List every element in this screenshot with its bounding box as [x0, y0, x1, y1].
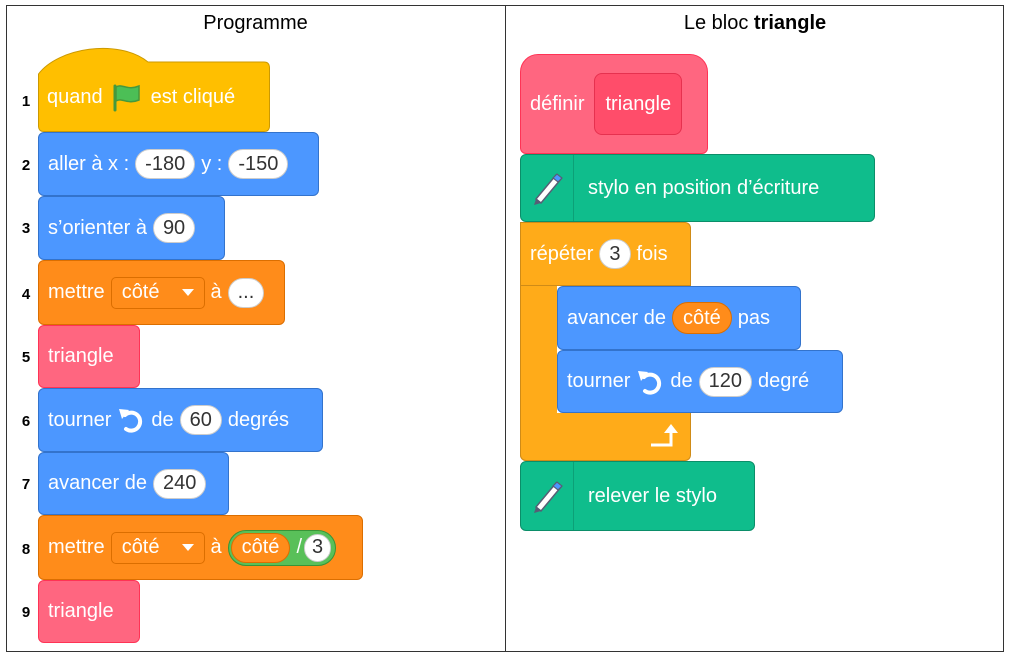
- block-label: triangle: [48, 345, 114, 367]
- block-label: mettre: [48, 281, 105, 303]
- block-label: stylo en position d’écriture: [588, 176, 820, 199]
- column-divider: [505, 5, 506, 652]
- repeat-count-input[interactable]: 3: [599, 239, 631, 269]
- line-number: 3: [21, 220, 31, 237]
- rotate-left-icon: [117, 406, 145, 434]
- triangle-call-block[interactable]: triangle: [38, 580, 140, 643]
- move-steps-block[interactable]: avancer de côté pas: [557, 286, 801, 350]
- block-label: fois: [636, 242, 668, 265]
- set-variable-block[interactable]: mettre côté à ...: [38, 260, 285, 325]
- divide-operator[interactable]: côté / 3: [227, 529, 337, 566]
- turn-left-block[interactable]: tourner de 60 degrés: [38, 388, 323, 452]
- block-label: avancer de: [48, 472, 147, 494]
- green-flag-icon: [109, 82, 145, 112]
- goto-xy-block[interactable]: aller à x : -180 y : -150: [38, 132, 319, 196]
- block-label: s’orienter à: [48, 216, 147, 239]
- block-label: degrés: [227, 408, 290, 431]
- line-number: 1: [21, 93, 31, 110]
- pen-icon: [521, 155, 574, 221]
- line-number: 9: [21, 604, 31, 621]
- block-label: triangle: [48, 600, 114, 622]
- pen-icon: [521, 462, 574, 530]
- right-title-prefix: Le bloc: [683, 12, 754, 34]
- line-number: 5: [21, 349, 31, 366]
- block-label: répéter: [530, 242, 594, 265]
- block-label: y :: [201, 152, 223, 175]
- chevron-down-icon: [181, 289, 194, 296]
- repeat-block[interactable]: répéter 3 fois: [520, 222, 691, 286]
- move-steps-block[interactable]: avancer de 240: [38, 452, 229, 515]
- value-input[interactable]: ...: [227, 277, 265, 308]
- repeat-block-bottom: [520, 413, 691, 461]
- line-number: 8: [21, 541, 31, 558]
- block-label: aller à x :: [48, 152, 130, 175]
- variable-reporter[interactable]: côté: [230, 532, 291, 563]
- variable-dropdown[interactable]: côté: [110, 531, 205, 564]
- dropdown-label: côté: [121, 281, 160, 303]
- block-label: tourner: [567, 370, 631, 392]
- triangle-call-block[interactable]: triangle: [38, 325, 140, 388]
- define-triangle-block[interactable]: définir triangle: [520, 54, 708, 154]
- set-variable-block[interactable]: mettre côté à côté / 3: [38, 515, 363, 580]
- steps-input[interactable]: 240: [152, 468, 207, 499]
- line-number: 7: [21, 476, 31, 493]
- y-input[interactable]: -150: [228, 149, 289, 179]
- pen-up-block[interactable]: relever le stylo: [520, 461, 755, 531]
- when-flag-clicked-block[interactable]: quand est cliqué: [38, 62, 270, 132]
- block-label: relever le stylo: [588, 484, 717, 507]
- pen-down-block[interactable]: stylo en position d’écriture: [520, 154, 875, 222]
- degrees-input[interactable]: 60: [179, 405, 222, 435]
- when-flag-clicked-hat[interactable]: [38, 44, 270, 132]
- block-label: avancer de: [567, 306, 666, 329]
- right-title-bold: triangle: [753, 12, 827, 34]
- loop-arrow-icon: [647, 421, 679, 456]
- line-number: 6: [21, 413, 31, 430]
- block-label: tourner: [48, 408, 112, 431]
- block-label: quand: [47, 85, 103, 108]
- variable-dropdown[interactable]: côté: [110, 276, 205, 309]
- chevron-down-icon: [181, 544, 194, 551]
- line-number: 2: [21, 157, 31, 174]
- dropdown-label: côté: [121, 536, 160, 558]
- prototype-label: triangle: [605, 92, 672, 115]
- block-label: de: [151, 408, 174, 431]
- variable-reporter[interactable]: côté: [671, 302, 732, 334]
- direction-input[interactable]: 90: [152, 213, 196, 243]
- left-column-title: Programme: [6, 12, 505, 35]
- degrees-input[interactable]: 120: [698, 366, 752, 397]
- block-label: mettre: [48, 536, 105, 558]
- block-label: degré: [758, 370, 810, 392]
- block-label: de: [670, 370, 693, 392]
- turn-left-block[interactable]: tourner de 120 degré: [557, 350, 843, 413]
- operator-symbol: /: [296, 536, 302, 558]
- block-label: à: [210, 281, 222, 303]
- divisor-input[interactable]: 3: [304, 533, 332, 562]
- rotate-left-icon: [636, 368, 664, 396]
- block-label: est cliqué: [150, 85, 236, 108]
- block-label: définir: [530, 92, 585, 115]
- block-label: pas: [737, 306, 771, 329]
- block-label: à: [210, 536, 222, 558]
- point-in-direction-block[interactable]: s’orienter à 90: [38, 196, 225, 260]
- line-number: 4: [21, 286, 31, 303]
- custom-block-prototype[interactable]: triangle: [594, 73, 683, 135]
- left-title-text: Programme: [203, 12, 308, 34]
- right-column-title: Le bloc triangle: [506, 12, 1004, 35]
- x-input[interactable]: -180: [135, 149, 196, 179]
